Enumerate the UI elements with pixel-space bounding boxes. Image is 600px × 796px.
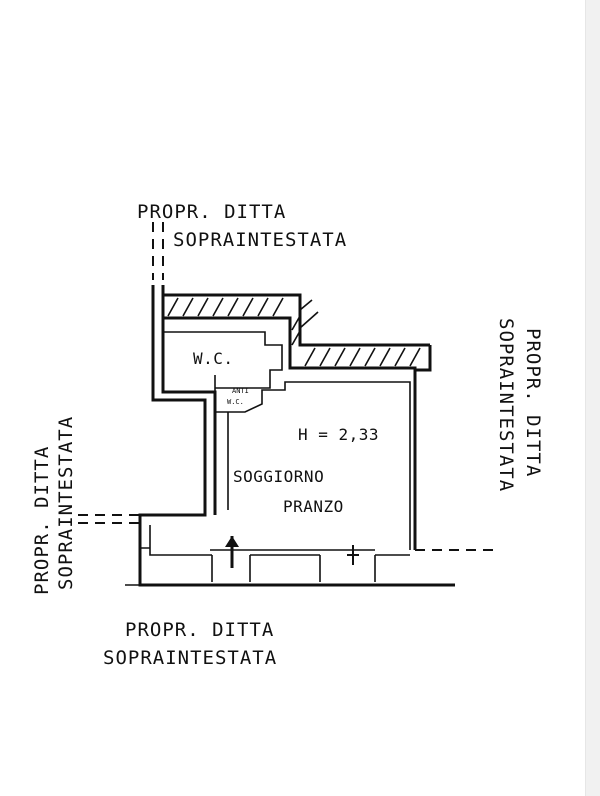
top-label-line2: SOPRAINTESTATA [173, 229, 347, 251]
floor-plan: PROPR. DITTA SOPRAINTESTATA PROPR. DITTA… [31, 201, 544, 669]
left-label-line2: SOPRAINTESTATA [55, 416, 77, 590]
right-label-line2: SOPRAINTESTATA [495, 318, 517, 492]
ceiling-height-label: H = 2,33 [298, 425, 379, 444]
wc-label: W.C. [193, 349, 234, 368]
entrance-arrow [225, 536, 239, 568]
living-room-outline [149, 412, 410, 556]
right-label-line1: PROPR. DITTA [522, 328, 544, 477]
anti-wc-room [214, 375, 411, 550]
bottom-label-line2: SOPRAINTESTATA [103, 647, 277, 669]
anti-wc-label-1: ANTI [232, 387, 249, 395]
bottom-label-line1: PROPR. DITTA [125, 619, 274, 641]
right-wall [415, 345, 432, 372]
top-wall-outer [163, 293, 430, 347]
soggiorno-label: SOGGIORNO [233, 467, 324, 486]
wc-room [163, 331, 283, 389]
pranzo-label: PRANZO [283, 497, 344, 516]
anti-wc-label-2: W.C. [227, 398, 244, 406]
top-wall-inner [163, 316, 417, 550]
wall-hatching [167, 297, 421, 367]
top-label-line1: PROPR. DITTA [137, 201, 286, 223]
living-room-floor [140, 547, 376, 582]
scrollbar-track[interactable] [585, 0, 600, 796]
window-mark [347, 545, 359, 565]
left-label-line1: PROPR. DITTA [31, 446, 53, 595]
